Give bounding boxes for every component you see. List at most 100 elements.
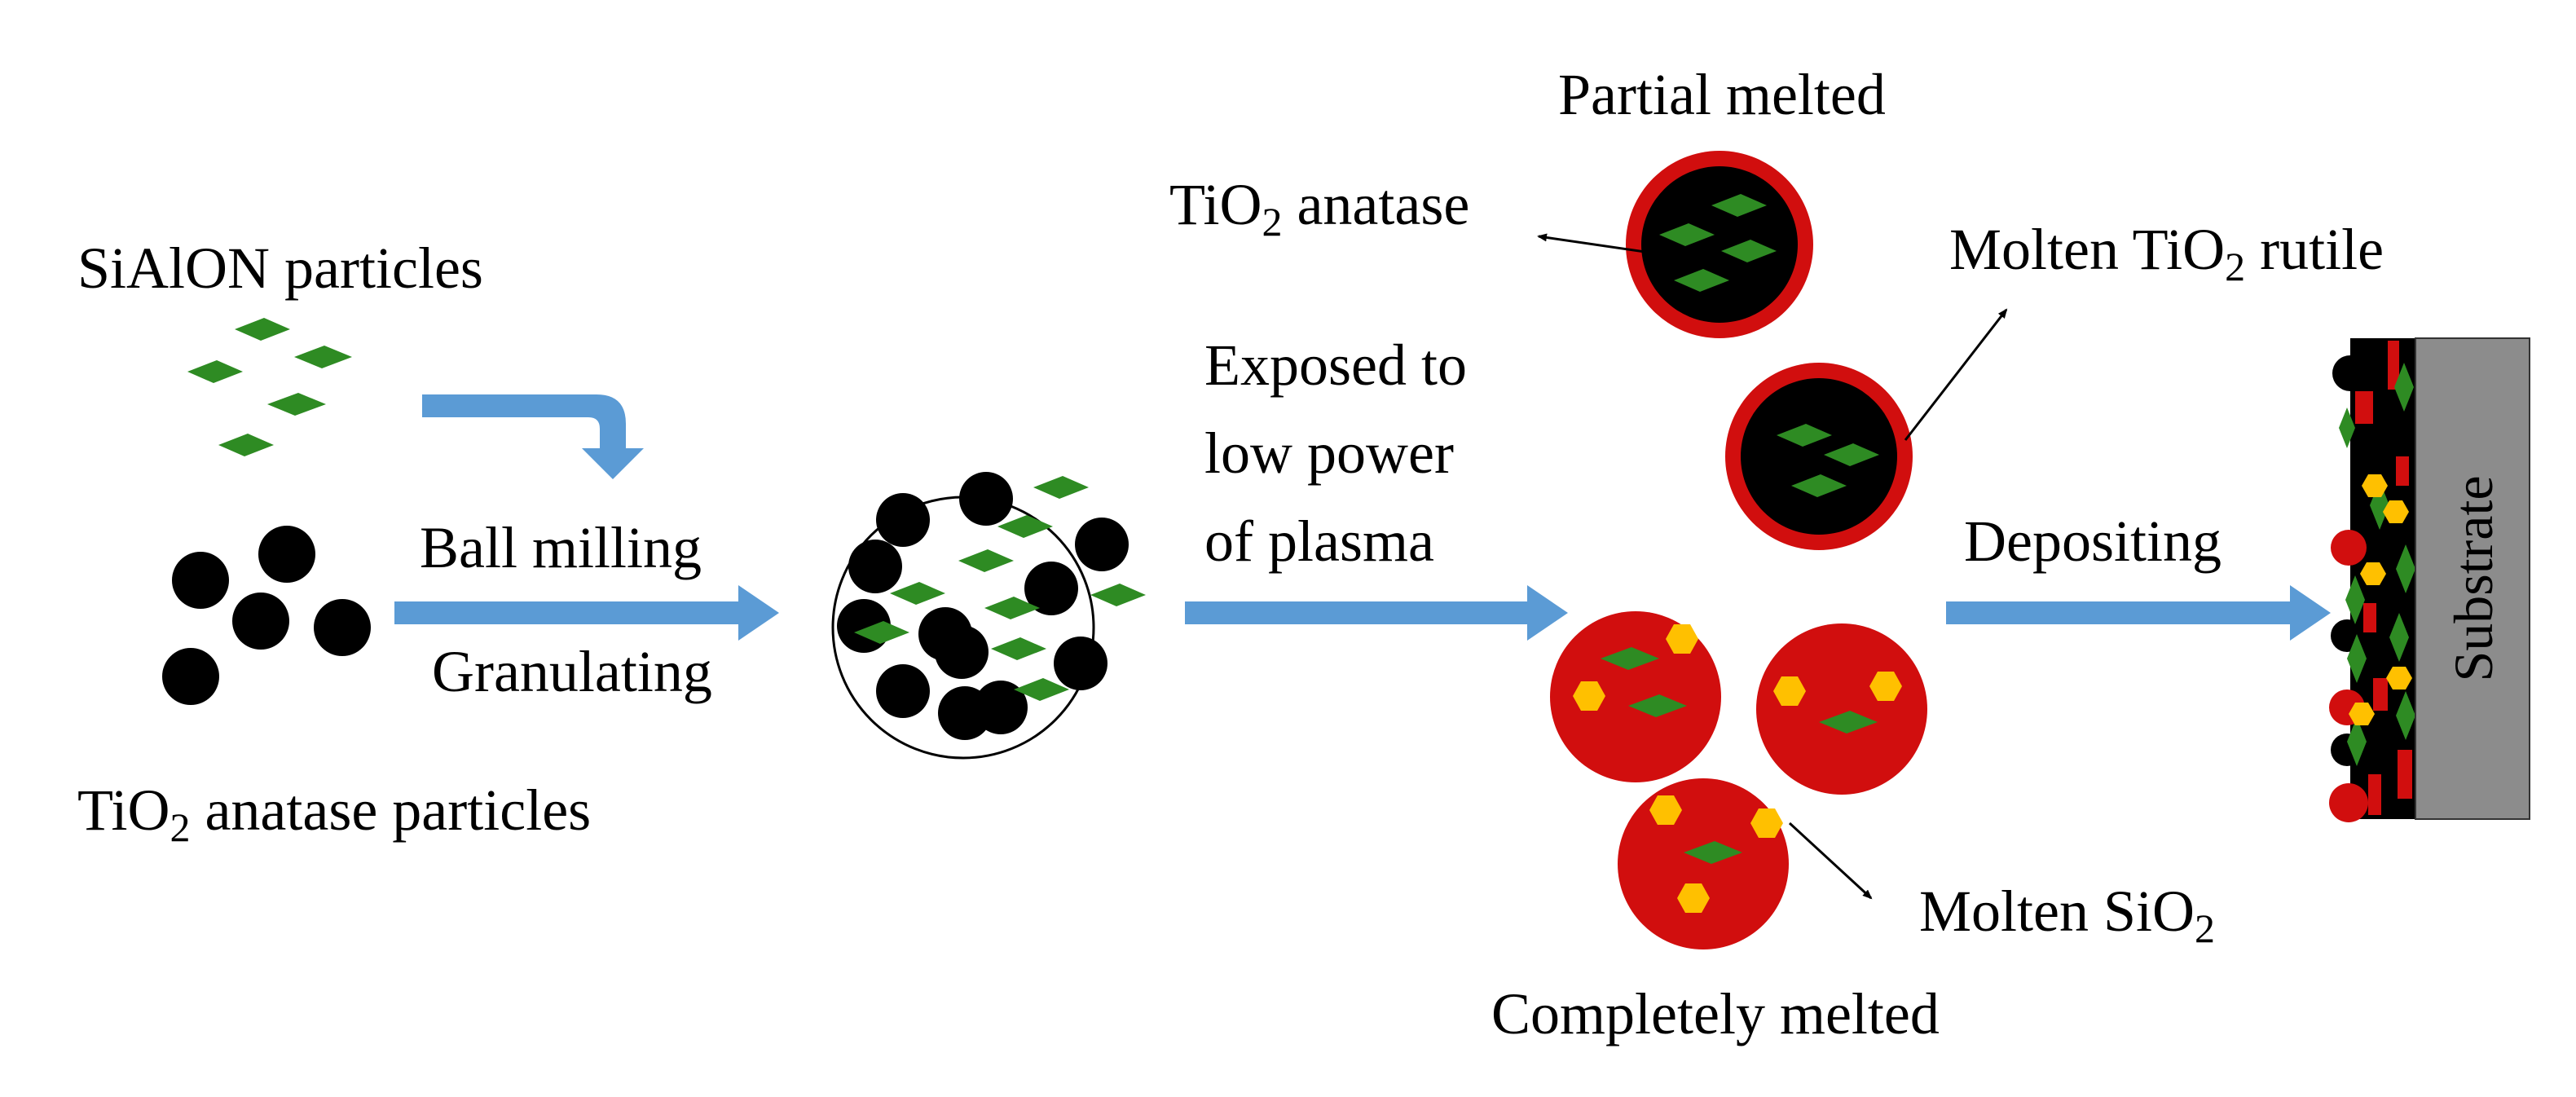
anatase-core	[1641, 166, 1798, 323]
molten-tio2-rutile-label: Molten TiO2 rutile	[1949, 217, 2384, 289]
tio2-particle	[258, 526, 315, 583]
sialon-particle	[854, 621, 909, 644]
sialon-particle	[984, 597, 1040, 619]
sialon-particles-label: SiAlON particles	[77, 236, 483, 301]
sialon-particle	[1684, 841, 1742, 864]
depositing-arrow-icon	[1946, 585, 2331, 641]
granule	[831, 472, 1146, 760]
sialon-particles-group	[187, 318, 352, 456]
splat-edge	[2329, 783, 2368, 822]
sialon-particle	[1777, 424, 1832, 447]
tio2-particle	[959, 472, 1013, 526]
sialon-particle	[958, 549, 1014, 572]
sialon-particle	[1721, 240, 1777, 262]
tio2-particle	[172, 552, 229, 609]
exposed-line1-label: Exposed to	[1204, 333, 1467, 398]
rutile-splat	[2388, 341, 2399, 390]
sialon-particle	[890, 582, 945, 605]
sialon-particle	[2347, 634, 2367, 683]
sio2-droplet	[1677, 883, 1710, 913]
sialon-particle	[218, 434, 274, 456]
partially-melted-particle	[1725, 363, 1913, 550]
anatase-core	[1741, 378, 1897, 535]
tio2-particle	[162, 648, 219, 705]
molten-droplet	[1756, 623, 1927, 795]
sio2-droplet	[2386, 667, 2412, 689]
splat-edge	[2331, 530, 2367, 566]
rutile-splat	[2398, 750, 2412, 799]
ball-milling-label: Ball milling	[420, 515, 702, 580]
sialon-particle	[267, 393, 326, 416]
sio2-droplet	[1773, 676, 1806, 706]
tio2-particle	[1024, 562, 1078, 615]
molten-sio2-pointer	[1788, 822, 1873, 900]
tio2-anatase-particles-label: TiO2 anatase particles	[77, 778, 591, 850]
sialon-particle	[1090, 584, 1146, 606]
completely-melted-particle	[1550, 611, 1721, 782]
sialon-particle	[235, 318, 290, 341]
partial-melted-label: Partial melted	[1558, 62, 1886, 127]
molten-sio2-label: Molten SiO2	[1919, 879, 2215, 951]
depositing-label: Depositing	[1964, 509, 2222, 574]
sialon-particle	[2339, 408, 2355, 448]
tio2-particle	[876, 664, 930, 718]
completely-melted-particle	[1756, 623, 1927, 795]
splat-edge	[2332, 355, 2368, 391]
sio2-droplet	[2360, 562, 2386, 585]
tio2-particles-group	[162, 526, 371, 705]
sio2-droplet	[2383, 500, 2409, 523]
plasma-arrow-icon	[1185, 585, 1568, 641]
sialon-particle	[1711, 194, 1767, 217]
rutile-splat	[2396, 456, 2409, 486]
molten-rutile-pointer	[1904, 308, 2008, 441]
substrate-label: Substrate	[2442, 475, 2504, 681]
sialon-particle	[1791, 474, 1847, 497]
tio2-particle	[876, 493, 930, 547]
molten-droplet	[1618, 778, 1789, 949]
sio2-droplet	[1573, 681, 1605, 711]
rutile-splat	[2363, 603, 2376, 632]
sialon-particle	[1674, 269, 1729, 292]
sialon-particle	[997, 515, 1053, 538]
tio2-particle	[314, 599, 371, 656]
substrate-block	[2415, 337, 2530, 820]
sialon-particle	[2396, 544, 2415, 593]
granulating-label: Granulating	[432, 639, 712, 704]
sialon-particle	[2389, 613, 2409, 662]
sio2-droplet	[2362, 474, 2388, 497]
tio2-particle	[232, 593, 289, 650]
coating-layer	[2329, 338, 2415, 822]
sialon-particle	[294, 346, 352, 368]
sialon-particle	[2396, 691, 2415, 740]
sialon-particle	[991, 637, 1046, 660]
sialon-particle	[187, 360, 243, 383]
rutile-splat	[2355, 391, 2373, 424]
completely-melted-label: Completely melted	[1491, 981, 1940, 1046]
sio2-droplet	[1869, 672, 1902, 701]
partially-melted-particle	[1626, 151, 1813, 338]
sialon-particle	[1819, 711, 1878, 734]
sialon-particle	[2394, 363, 2414, 412]
tio2-anatase-label: TiO2 anatase	[1169, 172, 1469, 245]
sialon-particle	[1628, 694, 1687, 717]
sialon-particle	[1659, 223, 1715, 246]
tio2-particle	[1075, 518, 1129, 571]
sialon-particle	[1824, 443, 1879, 466]
sialon-particle	[2345, 575, 2365, 624]
rutile-splat	[2368, 774, 2381, 815]
sio2-droplet	[2349, 703, 2375, 725]
tio2-anatase-pointer	[1537, 233, 1696, 261]
sialon-particle	[1014, 678, 1069, 701]
sio2-droplet	[1666, 624, 1698, 654]
exposed-line3-label: of plasma	[1204, 509, 1434, 574]
tio2-particle	[848, 540, 902, 593]
sio2-droplet	[1649, 795, 1682, 825]
curved-arrow-icon	[422, 394, 644, 479]
sialon-particle	[1601, 647, 1659, 670]
tio2-particle	[938, 686, 992, 740]
tio2-particle	[1054, 637, 1107, 690]
tio2-particle	[935, 625, 989, 679]
sialon-particle	[2347, 717, 2367, 766]
sialon-particle	[1033, 476, 1089, 499]
